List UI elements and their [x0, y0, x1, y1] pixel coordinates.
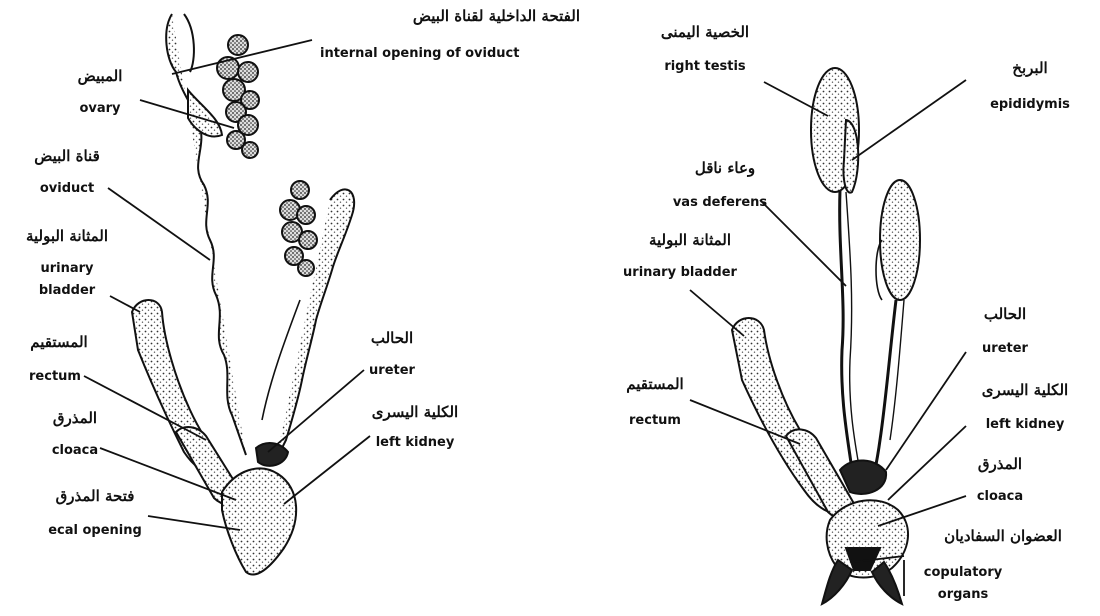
label-epididymis-en: epididymis — [970, 98, 1090, 113]
label-female-rectum-ar: المستقيم — [14, 334, 104, 351]
label-female-cloaca-en: cloaca — [30, 444, 120, 459]
label-male-kidney-en: left kidney — [960, 418, 1090, 433]
label-male-ureter-en: ureter — [960, 342, 1050, 357]
label-male-ureter-ar: الحالب — [960, 306, 1050, 323]
female-kidney-dark — [256, 443, 288, 466]
label-male-kidney-ar: الكلية اليسرى — [960, 382, 1090, 399]
label-cloacal-opening-ar: فتحة المذرق — [40, 488, 150, 505]
label-male-cloaca-en: cloaca — [960, 490, 1040, 505]
label-vas-deferens-ar: وعاء ناقل — [670, 160, 780, 177]
label-female-bladder-en1: urinary — [12, 262, 122, 277]
male-copulatory-organ-right — [872, 562, 902, 604]
male-left-testis — [880, 180, 920, 300]
female-ovary-left — [217, 35, 259, 158]
label-female-ureter-ar: الحالب — [352, 330, 432, 347]
female-system — [132, 14, 354, 575]
label-female-cloaca-ar: المذرق — [30, 410, 120, 427]
label-female-kidney-ar: الكلية اليسرى — [350, 404, 480, 421]
label-male-bladder-ar: المثانة البولية — [620, 232, 760, 249]
male-vas-deferens-left — [874, 300, 896, 475]
label-copulatory-en2: organs — [908, 588, 1018, 603]
label-epididymis-ar: البربخ — [970, 60, 1090, 77]
female-ovary-right — [280, 181, 317, 276]
label-right-testis-ar: الخصية اليمنى — [640, 24, 770, 41]
male-copulatory-organ-left — [822, 560, 852, 604]
male-kidney-dark — [840, 460, 886, 494]
label-oviduct-ar: قناة البيض — [22, 148, 112, 165]
label-vas-deferens-en: vas deferens — [660, 196, 780, 211]
label-oviduct-en: oviduct — [22, 182, 112, 197]
label-right-testis-en: right testis — [640, 60, 770, 75]
label-male-cloaca-ar: المذرق — [960, 456, 1040, 473]
female-cloaca — [222, 468, 296, 574]
label-female-bladder-ar: المثانة البولية — [12, 228, 122, 245]
label-female-kidney-en: left kidney — [350, 436, 480, 451]
label-male-bladder-en: urinary bladder — [600, 266, 760, 281]
label-ovary-ar: المبيض — [60, 68, 140, 85]
label-copulatory-en1: copulatory — [908, 566, 1018, 581]
male-system — [732, 68, 920, 604]
label-female-bladder-en2: bladder — [12, 284, 122, 299]
label-female-rectum-en: rectum — [10, 370, 100, 385]
label-female-ureter-en: ureter — [352, 364, 432, 379]
label-internal-opening-ar: الفتحة الداخلية لقناة البيض — [300, 8, 580, 25]
male-vas-deferens-right — [840, 190, 852, 470]
label-cloacal-opening-en: ecal opening — [30, 524, 160, 539]
label-male-rectum-en: rectum — [610, 414, 700, 429]
label-male-rectum-ar: المستقيم — [610, 376, 700, 393]
label-ovary-en: ovary — [60, 102, 140, 117]
label-copulatory-ar: العضوان السفاديان — [918, 528, 1088, 545]
label-internal-opening-en: internal opening of oviduct — [320, 47, 519, 62]
